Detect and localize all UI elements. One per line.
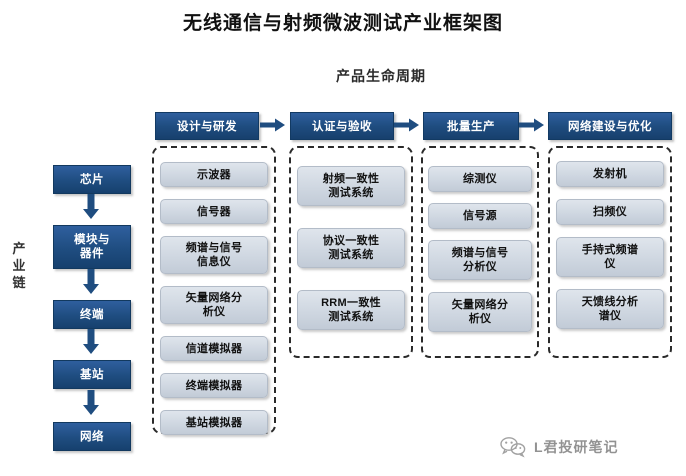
list-item[interactable]: 信号源	[428, 203, 532, 229]
watermark: L君投研笔记	[500, 436, 619, 458]
list-item[interactable]: 频谱与信号信息仪	[160, 236, 268, 274]
arrow-right-icon-2	[394, 118, 420, 132]
arrow-right-icon-1	[260, 118, 286, 132]
list-item[interactable]: 发射机	[556, 161, 664, 187]
list-item[interactable]: 频谱与信号分析仪	[428, 240, 532, 280]
arrow-down-icon-1	[82, 194, 100, 220]
lifecycle-subtitle: 产品生命周期	[336, 68, 426, 84]
list-item[interactable]: 终端模拟器	[160, 373, 268, 398]
phase-box-mass-production[interactable]: 批量生产	[423, 112, 519, 140]
group-container-network-construction	[548, 146, 672, 358]
chain-axis-char-2: 业	[12, 258, 26, 273]
list-item[interactable]: 射频一致性测试系统	[297, 166, 405, 206]
industry-chain-axis-label: 产 业 链	[8, 240, 30, 291]
watermark-text: L君投研笔记	[534, 439, 619, 455]
arrow-down-icon-2	[82, 269, 100, 295]
phase-box-network-construction[interactable]: 网络建设与优化	[548, 112, 672, 140]
list-item[interactable]: 天馈线分析谱仪	[556, 289, 664, 329]
page-title: 无线通信与射频微波测试产业框架图	[182, 13, 503, 34]
industry-chain-column: 芯片 模块与器件 终端 基站 网络	[53, 160, 133, 460]
chain-node-chip[interactable]: 芯片	[53, 165, 131, 194]
list-item[interactable]: 信道模拟器	[160, 336, 268, 361]
arrow-down-icon-3	[82, 329, 100, 355]
list-item[interactable]: 矢量网络分析仪	[428, 292, 532, 332]
list-item[interactable]: 基站模拟器	[160, 410, 268, 435]
list-item[interactable]: 信号器	[160, 199, 268, 224]
list-item[interactable]: 扫频仪	[556, 199, 664, 225]
list-item[interactable]: 示波器	[160, 162, 268, 187]
group-container-mass-production	[421, 146, 539, 358]
phase-header-row: 设计与研发 认证与验收 批量生产 网络建设与优化	[155, 112, 672, 140]
list-item[interactable]: 综测仪	[428, 166, 532, 192]
phase-box-certification[interactable]: 认证与验收	[290, 112, 394, 140]
chain-node-modules-components[interactable]: 模块与器件	[53, 225, 131, 269]
list-item[interactable]: 手持式频谱仪	[556, 237, 664, 277]
chain-node-base-station[interactable]: 基站	[53, 360, 131, 389]
wechat-logo-icon	[500, 436, 526, 458]
list-item[interactable]: 协议一致性测试系统	[297, 228, 405, 268]
arrow-down-icon-4	[82, 390, 100, 416]
chain-axis-char-1: 产	[12, 241, 26, 256]
list-item[interactable]: 矢量网络分析仪	[160, 286, 268, 324]
group-container-certification	[289, 146, 413, 358]
arrow-right-icon-3	[519, 118, 545, 132]
chain-axis-char-3: 链	[12, 275, 26, 290]
phase-box-design[interactable]: 设计与研发	[155, 112, 259, 140]
list-item[interactable]: RRM一致性测试系统	[297, 290, 405, 330]
chain-node-network[interactable]: 网络	[53, 422, 131, 451]
chain-node-terminal[interactable]: 终端	[53, 300, 131, 329]
